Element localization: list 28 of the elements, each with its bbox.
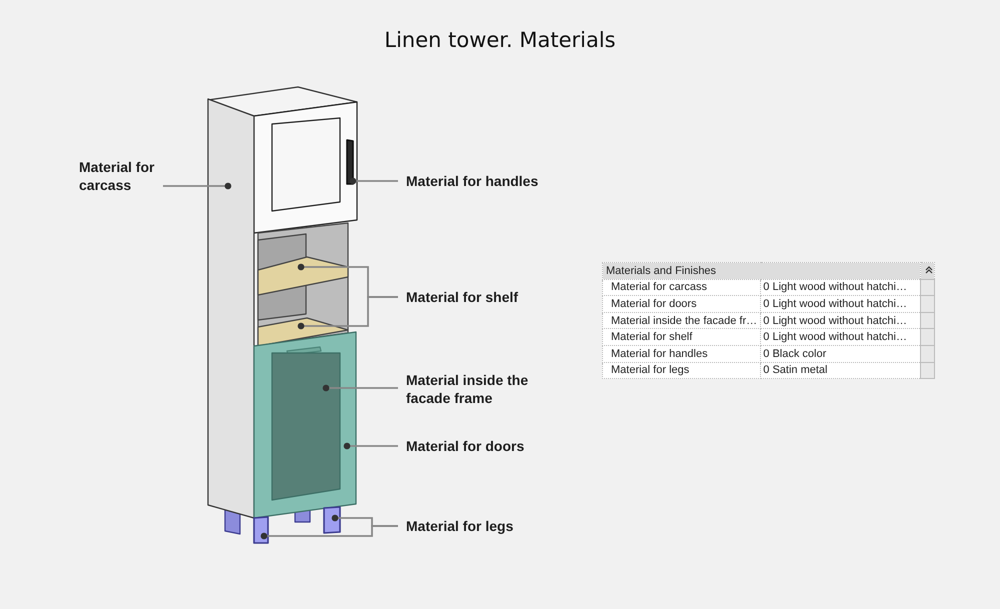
cabinet-leg: [323, 506, 341, 534]
table-cell: Material for carcass: [602, 279, 761, 296]
leader-line: [298, 296, 398, 330]
table-cell: Material for doors: [602, 296, 761, 312]
table-cell: Material for handles: [602, 345, 761, 362]
callout-label: Material for legs: [406, 517, 566, 535]
leader-line: [350, 178, 398, 184]
table-cell: Material for shelf: [602, 328, 761, 346]
cabinet-leg: [253, 516, 269, 544]
lower-door: [253, 331, 357, 519]
table-cell: Material inside the facade fr…: [602, 312, 761, 329]
leader-line: [344, 442, 398, 450]
upper-shelf: [257, 256, 349, 296]
table-header: Materials and Finishes: [602, 262, 921, 280]
callout-label: Material for shelf: [406, 288, 566, 306]
title: Linen tower. Materials: [383, 28, 617, 52]
glass-panel: [271, 352, 341, 501]
callout-label: Material for carcass: [79, 158, 179, 194]
table-cell: Material for legs: [602, 362, 761, 379]
side-panel: [207, 98, 255, 519]
door-handle: [346, 139, 354, 185]
callout-label: Material for doors: [406, 437, 566, 455]
leader-line: [322, 384, 398, 392]
leader-line: [260, 525, 398, 540]
callout-label: Material for handles: [406, 172, 566, 190]
callout-label: Material inside the facade frame: [406, 371, 566, 407]
lower-shelf: [257, 317, 349, 347]
leader-line: [163, 182, 232, 190]
